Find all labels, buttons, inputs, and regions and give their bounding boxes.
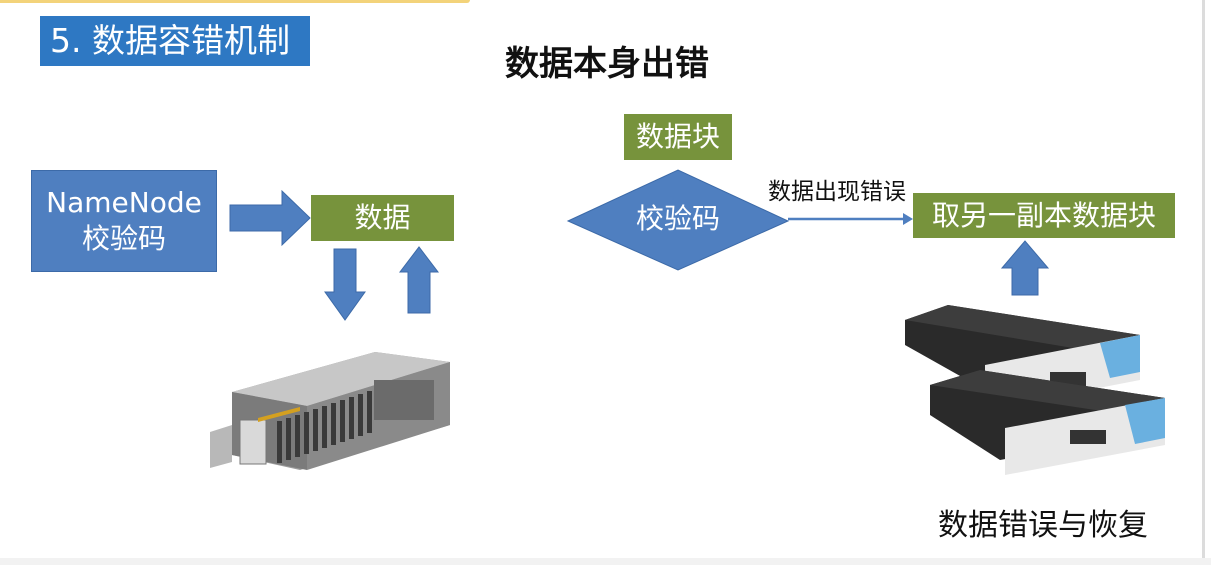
arrow-down-data-to-server	[324, 248, 366, 321]
server-chassis-icon	[210, 352, 450, 470]
slide-bottom-border	[0, 558, 1211, 565]
page-heading: 数据本身出错	[505, 44, 709, 84]
data-block-box: 数据块	[624, 114, 732, 160]
recovery-caption: 数据错误与恢复	[938, 508, 1148, 543]
error-arrow-head	[903, 213, 913, 225]
namenode-label: NameNode	[46, 186, 202, 219]
namenode-checksum-label: 校验码	[81, 222, 166, 255]
arrow-up-servers-to-replica	[1000, 240, 1050, 296]
section-title: 5. 数据容错机制	[40, 16, 310, 66]
checksum-diamond-label: 校验码	[635, 202, 720, 235]
checksum-diamond	[566, 169, 790, 271]
data-error-label: 数据出现错误	[768, 179, 906, 205]
namenode-checksum-box: NameNode 校验码	[31, 170, 217, 272]
data-box: 数据	[311, 195, 454, 241]
arrow-up-server-to-data	[398, 246, 440, 314]
rack-server-icon	[905, 305, 1165, 475]
arrow-right-namenode-to-data	[229, 189, 311, 247]
slide-right-border	[1202, 0, 1205, 565]
replica-block-box: 取另一副本数据块	[913, 193, 1175, 238]
top-accent-line	[0, 0, 470, 3]
